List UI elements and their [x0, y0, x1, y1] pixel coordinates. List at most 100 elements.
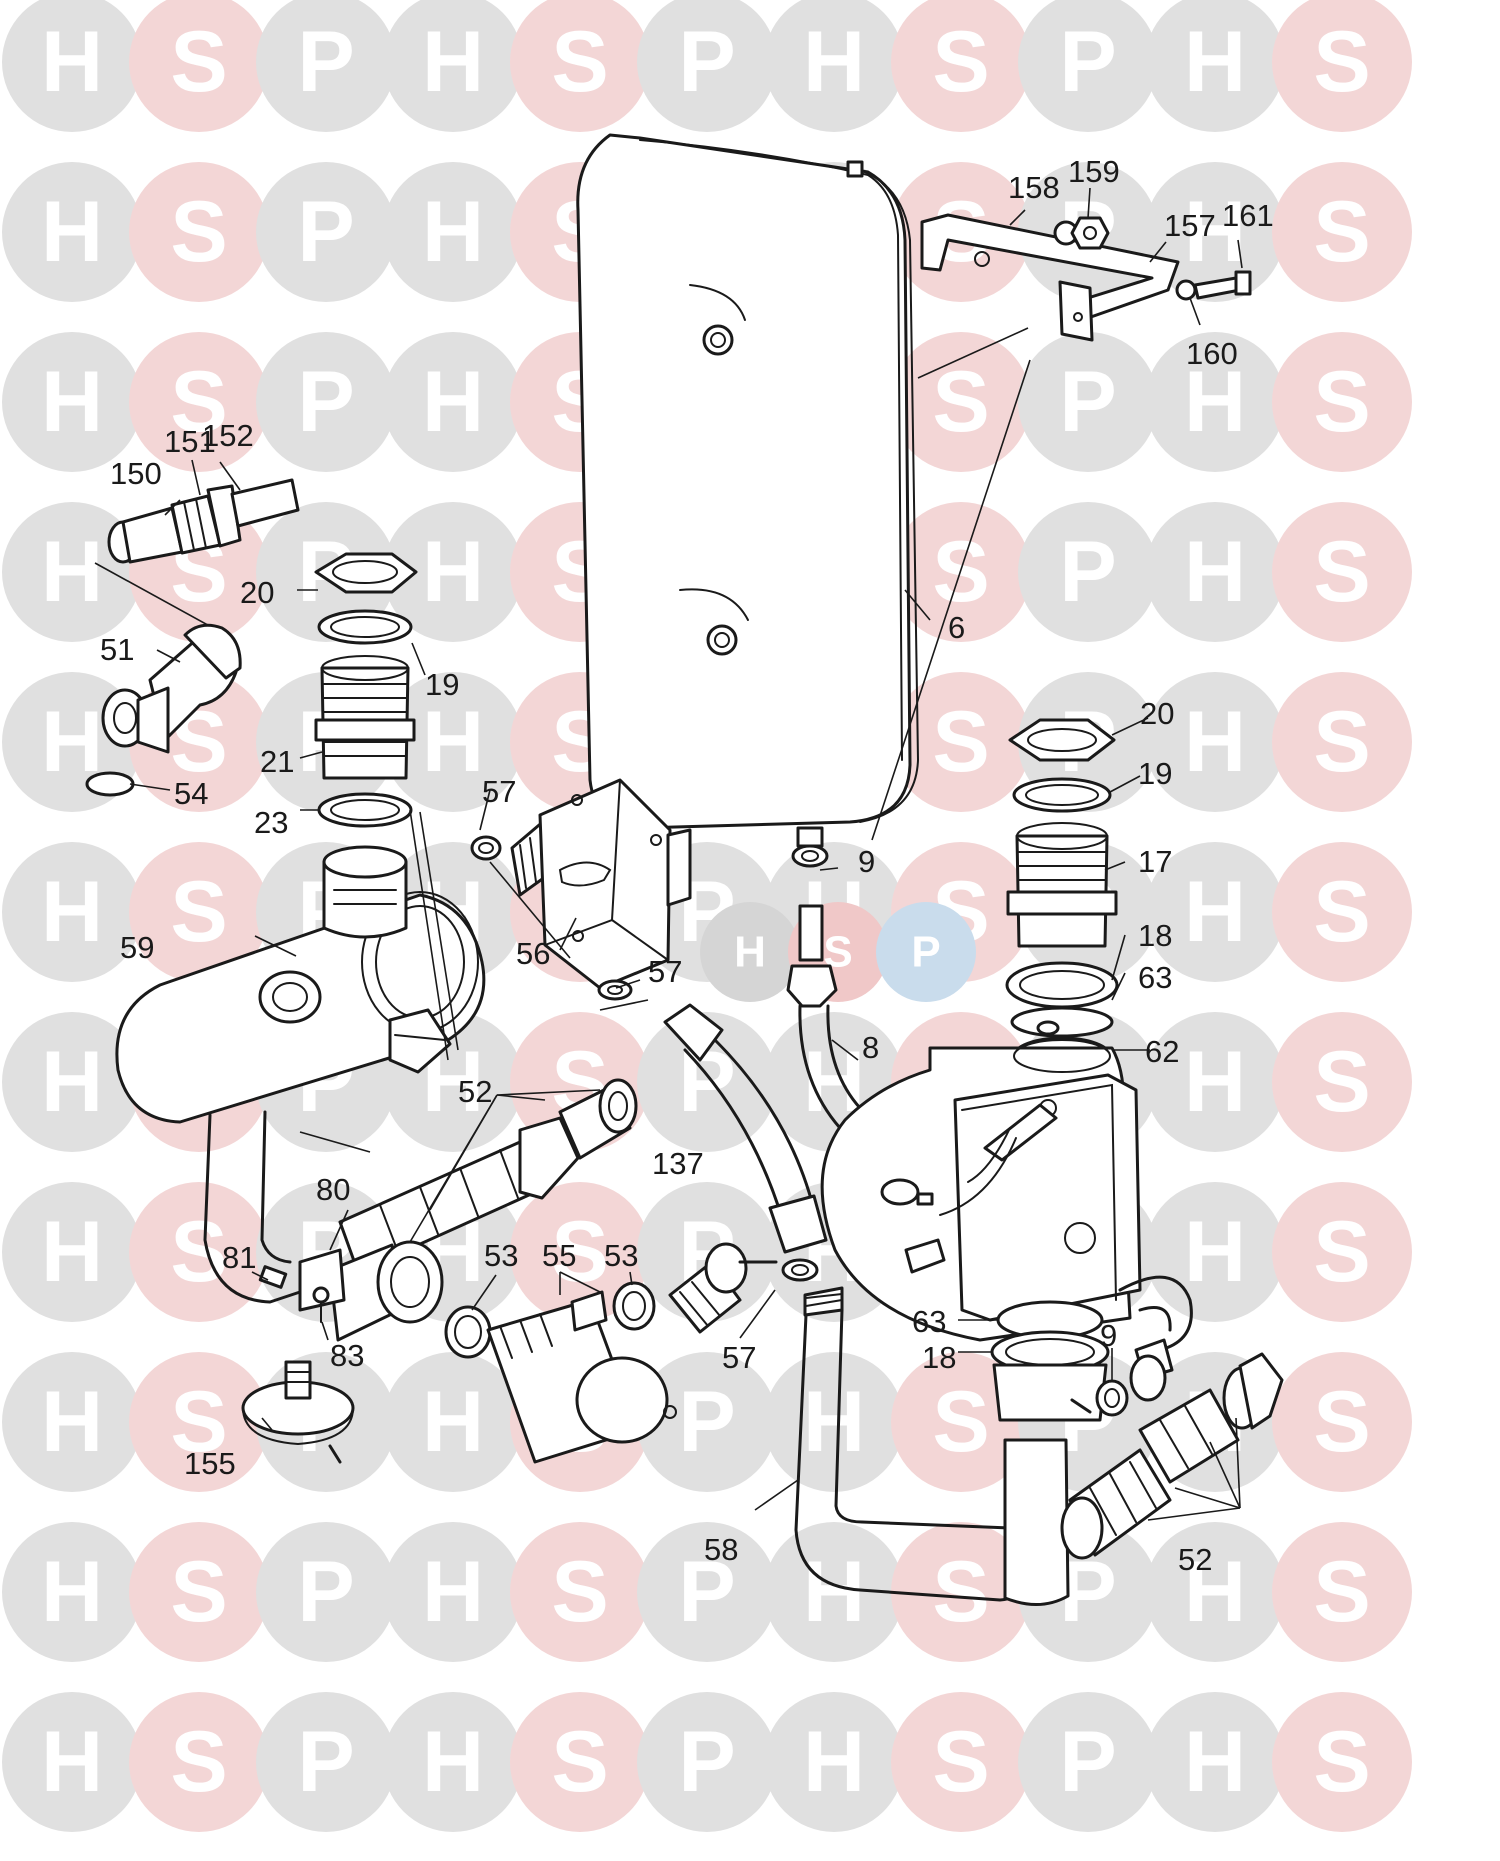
- watermark-letter: S: [1313, 184, 1370, 280]
- watermark-badge: S: [1272, 162, 1412, 302]
- air-separator-body: [115, 845, 486, 1124]
- watermark-badge: H: [383, 1522, 523, 1662]
- watermark-badge: S: [891, 672, 1031, 812]
- watermark-badge: S: [1272, 1522, 1412, 1662]
- circulating-pump-62: [820, 1020, 1142, 1342]
- watermark-letter: H: [803, 1544, 865, 1640]
- watermark-letter: H: [41, 524, 103, 620]
- watermark-badge: H: [383, 502, 523, 642]
- watermark-letter: H: [41, 1374, 103, 1470]
- watermark-letter: P: [297, 1714, 354, 1810]
- callout-52-left: 52: [458, 1074, 492, 1109]
- watermark-badge: S: [1272, 1012, 1412, 1152]
- watermark-badge: S: [129, 162, 269, 302]
- watermark-badge: H: [383, 0, 523, 132]
- callout-53-left: 53: [484, 1238, 518, 1273]
- watermark-letter: S: [1313, 1544, 1370, 1640]
- watermark-letter: P: [1059, 1714, 1116, 1810]
- watermark-letter: P: [678, 1544, 735, 1640]
- watermark-letter: P: [1059, 524, 1116, 620]
- watermark-letter: P: [678, 1714, 735, 1810]
- watermark-letter: H: [422, 184, 484, 280]
- watermark-badge: S: [891, 0, 1031, 132]
- watermark-badge: P: [637, 1352, 777, 1492]
- watermark-badge: H: [1145, 502, 1285, 642]
- watermark-letter: S: [1313, 1714, 1370, 1810]
- callout-158: 158: [1008, 170, 1060, 205]
- watermark-badge: S: [129, 842, 269, 982]
- watermark-badge: P: [1018, 1692, 1158, 1832]
- watermark-letter: S: [170, 354, 227, 450]
- watermark-letter: P: [1059, 14, 1116, 110]
- callout-53-right: 53: [604, 1238, 638, 1273]
- watermark-letter: H: [422, 694, 484, 790]
- watermark-letter: H: [41, 14, 103, 110]
- isolation-connector-55: [444, 1281, 677, 1464]
- watermark-badge: P: [256, 0, 396, 132]
- callout-51: 51: [100, 632, 134, 667]
- watermark-letter: H: [422, 1714, 484, 1810]
- watermark-badge: S: [1272, 332, 1412, 472]
- watermark-badge: S: [1272, 1352, 1412, 1492]
- center-watermark-letter: H: [734, 928, 766, 977]
- watermark-badge: S: [510, 1182, 650, 1322]
- safety-valve: [85, 623, 242, 797]
- watermark-letter: H: [803, 1714, 865, 1810]
- watermark-letter: H: [1184, 1544, 1246, 1640]
- watermark-letter: S: [170, 864, 227, 960]
- watermark-badge: S: [510, 1522, 650, 1662]
- bracket-fixings: [1053, 216, 1252, 301]
- callout-56: 56: [516, 936, 550, 971]
- watermark-badge: H: [1145, 0, 1285, 132]
- watermark-badge: H: [383, 1692, 523, 1832]
- flexible-connector-52: [338, 1078, 638, 1274]
- watermark-letter: S: [170, 184, 227, 280]
- watermark-letter: H: [1184, 864, 1246, 960]
- watermark-letter: S: [170, 14, 227, 110]
- watermark-letter: H: [1184, 14, 1246, 110]
- watermark-letter: H: [41, 1034, 103, 1130]
- watermark-letter: H: [41, 354, 103, 450]
- watermark-badge: P: [1018, 332, 1158, 472]
- callout-59: 59: [120, 930, 154, 965]
- watermark-badge: S: [1272, 1692, 1412, 1832]
- center-watermark-badge: H: [700, 902, 800, 1002]
- watermark-letter: S: [551, 1544, 608, 1640]
- callout-8: 8: [862, 1030, 879, 1065]
- watermark-badge: S: [129, 1522, 269, 1662]
- watermark-letter: H: [1184, 694, 1246, 790]
- watermark-badge: H: [2, 1692, 142, 1832]
- callout-19-right: 19: [1138, 756, 1172, 791]
- watermark-badge: S: [510, 0, 650, 132]
- watermark-letter: H: [41, 1204, 103, 1300]
- watermark-badge: S: [129, 1352, 269, 1492]
- callout-57-bottom: 57: [722, 1340, 756, 1375]
- watermark-badge: H: [383, 1352, 523, 1492]
- callout-157: 157: [1164, 208, 1216, 243]
- watermark-letter: S: [1313, 14, 1370, 110]
- connector-57: [668, 1242, 819, 1334]
- watermark-letter: S: [1313, 1374, 1370, 1470]
- watermark-badge: S: [129, 1182, 269, 1322]
- callout-63-lower: 63: [912, 1304, 946, 1339]
- watermark-letter: S: [551, 1714, 608, 1810]
- watermark-badge: P: [1018, 502, 1158, 642]
- watermark-badge: S: [891, 332, 1031, 472]
- watermark-letter: S: [932, 14, 989, 110]
- watermark-letter: H: [1184, 1714, 1246, 1810]
- callout-21: 21: [260, 744, 294, 779]
- watermark-badge: H: [764, 1692, 904, 1832]
- watermark-letter: P: [1059, 354, 1116, 450]
- watermark-badge: S: [1272, 1182, 1412, 1322]
- watermark-letter: H: [41, 184, 103, 280]
- watermark-badge: H: [2, 842, 142, 982]
- watermark-letter: S: [1313, 524, 1370, 620]
- callout-83: 83: [330, 1338, 364, 1373]
- watermark-badge: H: [1145, 1182, 1285, 1322]
- callout-20-left: 20: [240, 575, 274, 610]
- expansion-vessel: [576, 133, 920, 848]
- center-watermark-letter: P: [911, 928, 940, 977]
- watermark-letter: S: [170, 1204, 227, 1300]
